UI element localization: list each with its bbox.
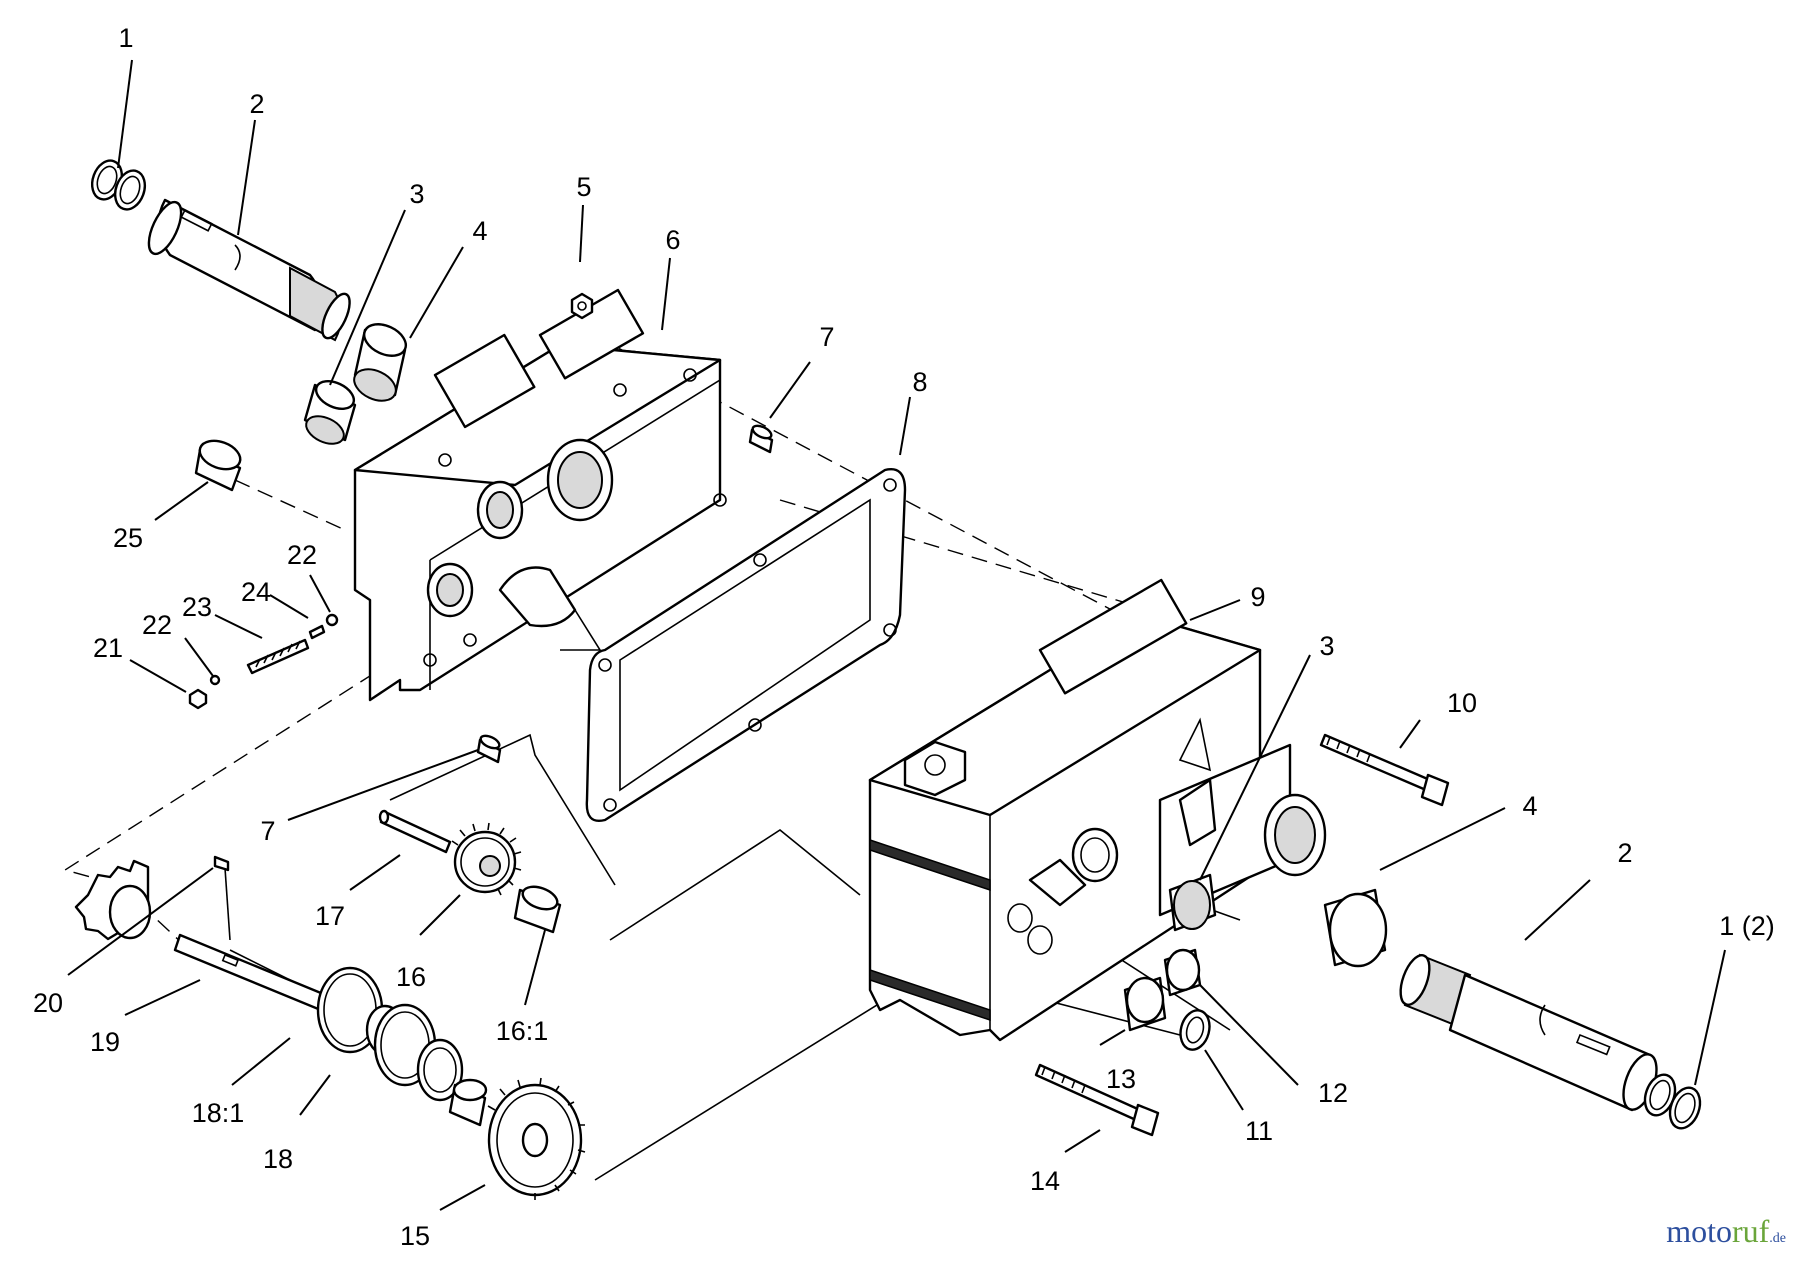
bushing-right-3 [1168, 873, 1217, 932]
callout-7-lower: 7 [260, 816, 275, 846]
left-shaft-assembly [90, 159, 407, 492]
callout-19: 19 [90, 1027, 120, 1057]
right-shaft-assembly [1399, 953, 1702, 1130]
callout-4-left: 4 [472, 216, 487, 246]
housing-left [353, 288, 727, 702]
bolt-14 [1034, 1063, 1160, 1137]
idler-gear-16 [451, 822, 522, 896]
callout-1-2-right: 1 (2) [1719, 911, 1775, 941]
callout-3-right: 3 [1319, 631, 1334, 661]
watermark-logo: motoruf.de [1666, 1213, 1786, 1250]
callout-12: 12 [1318, 1078, 1348, 1108]
callout-11: 11 [1245, 1116, 1273, 1146]
callout-3-left: 3 [409, 179, 424, 209]
ring-11 [1179, 1009, 1211, 1051]
bushing-12 [1163, 948, 1202, 997]
bushing-left-3 [303, 380, 357, 445]
watermark-brand-main: moto [1666, 1213, 1732, 1249]
callout-16: 16 [396, 962, 426, 992]
callout-2-left: 2 [249, 89, 264, 119]
callout-24: 24 [241, 577, 271, 607]
callout-labels: 1 2 3 4 5 6 7 8 25 22 24 23 22 21 7 9 3 … [33, 23, 1775, 1251]
bolt-10 [1319, 733, 1450, 807]
callout-2-right: 2 [1617, 838, 1632, 868]
dowel-pin-7-upper [748, 424, 774, 454]
callout-13: 13 [1106, 1064, 1136, 1094]
callout-18-1: 18:1 [192, 1098, 245, 1128]
detent-assembly [188, 613, 339, 710]
dowel-pin-7-lower [476, 734, 502, 764]
callout-25: 25 [113, 523, 143, 553]
callout-4-right: 4 [1522, 791, 1537, 821]
nut-5 [570, 292, 594, 320]
callout-23: 23 [182, 592, 212, 622]
callout-9: 9 [1250, 582, 1265, 612]
callout-16-1: 16:1 [496, 1016, 549, 1046]
pin-17 [378, 809, 452, 854]
callout-5: 5 [576, 172, 591, 202]
leader-lines [67, 59, 1726, 1211]
callout-21: 21 [93, 633, 123, 663]
bushing-16-1 [513, 885, 562, 934]
gear-15 [487, 1077, 586, 1200]
callout-8: 8 [912, 367, 927, 397]
callout-22-lower: 22 [142, 610, 172, 640]
callout-20: 20 [33, 988, 63, 1018]
bushing-25 [194, 439, 242, 492]
callout-15: 15 [400, 1221, 430, 1251]
gear-20 [74, 859, 152, 941]
callout-14: 14 [1030, 1166, 1060, 1196]
snap-ring-left-2 [113, 169, 147, 211]
callout-22-upper: 22 [287, 540, 317, 570]
bushing-left-4 [353, 323, 407, 402]
callout-1-left: 1 [118, 23, 133, 53]
housing-right [868, 578, 1327, 1042]
callout-10: 10 [1447, 688, 1477, 718]
bushing-right-4 [1323, 888, 1388, 968]
watermark-brand-accent: ruf [1731, 1213, 1770, 1249]
callout-6: 6 [665, 225, 680, 255]
key-20 [213, 855, 230, 872]
callout-17: 17 [315, 901, 345, 931]
gasket-8 [585, 468, 907, 822]
callout-18: 18 [263, 1144, 293, 1174]
bushing-13 [1123, 976, 1167, 1032]
callout-7-upper: 7 [819, 322, 834, 352]
watermark-tld: .de [1769, 1231, 1786, 1246]
cluster-gear-18 [316, 966, 488, 1127]
